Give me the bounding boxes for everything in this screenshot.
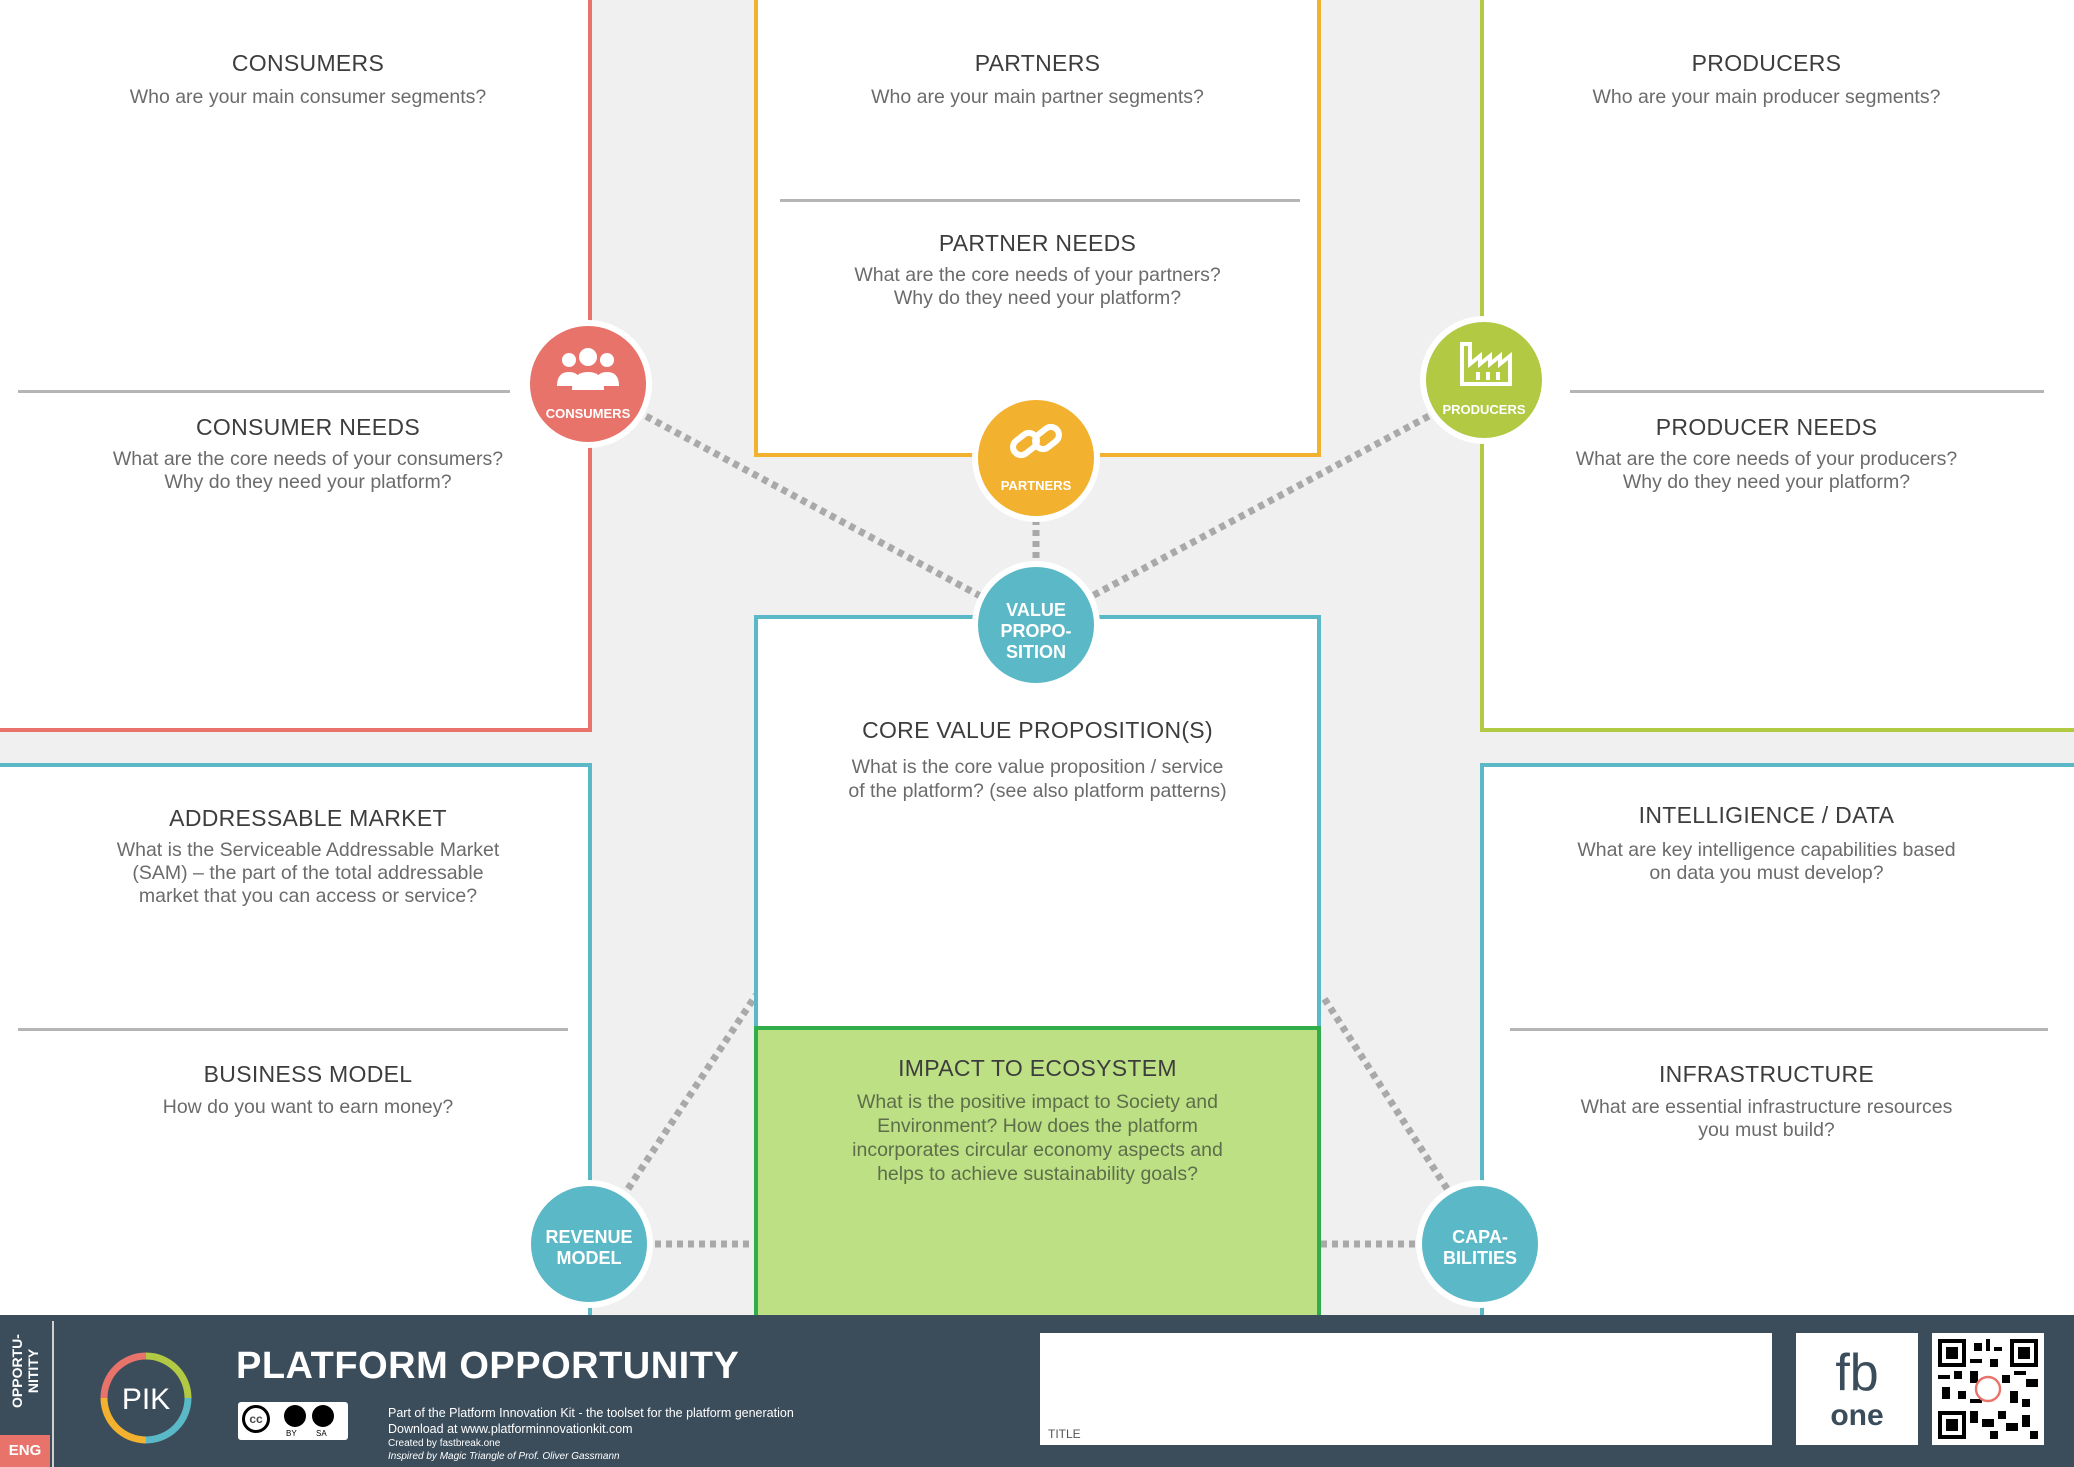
footer: OPPORTU- NITITY ENG PIK PLATFORM OPPORTU… [0,1315,2074,1467]
core-value-question-2: of the platform? (see also platform patt… [848,780,1227,802]
consumers-panel[interactable]: CONSUMERS Who are your main consumer seg… [0,0,592,732]
infrastructure-question-2: you must build? [1698,1119,1835,1141]
impact-title: IMPACT TO ECOSYSTEM [898,1055,1177,1081]
producers-panel[interactable]: PRODUCERS Who are your main producer seg… [1480,0,2074,732]
business-model-title: BUSINESS MODEL [203,1061,413,1087]
cc-icon: cc [242,1405,270,1433]
revenue-model-line-1: REVENUE [545,1227,633,1247]
consumer-needs-question-1: What are the core needs of your consumer… [112,448,504,470]
value-proposition-line-1: VALUE [1006,600,1066,620]
producer-needs-question-2: Why do they need your platform? [1622,471,1911,493]
consumer-needs-question-2: Why do they need your platform? [164,471,452,493]
capabilities-line-1: CAPA- [1452,1227,1508,1247]
divider [18,1028,568,1031]
sa-label: SA [316,1429,327,1438]
revenue-model-line-2: MODEL [556,1248,622,1268]
capabilities-badge: CAPA- BILITIES [1416,1180,1544,1308]
impact-question-3: incorporates circular economy aspects an… [852,1139,1223,1161]
title-field[interactable]: TITLE [1040,1333,1772,1445]
market-panel[interactable]: ADDRESSABLE MARKET What is the Serviceab… [0,763,592,1316]
partners-title: PARTNERS [974,50,1101,76]
infrastructure-question-1: What are essential infrastructure resour… [1580,1096,1953,1118]
intelligence-title: INTELLIGIENCE / DATA [1638,802,1895,828]
qr-code[interactable] [1932,1333,2044,1445]
partners-question: Who are your main partner segments? [871,86,1204,108]
consumers-question: Who are your main consumer segments? [129,86,487,108]
one-logo-text: one [1830,1399,1884,1432]
market-question-3: market that you can access or service? [138,885,478,907]
divider [1510,1028,2048,1031]
producers-title: PRODUCERS [1691,50,1842,76]
revenue-model-badge: REVENUE MODEL [525,1180,653,1308]
vertical-divider [52,1321,54,1467]
people-icon [557,348,619,390]
partners-badge: PARTNERS [972,394,1100,522]
sa-icon [312,1405,334,1427]
value-proposition-badge: VALUE PROPO- SITION [972,561,1100,689]
impact-question-1: What is the positive impact to Society a… [857,1091,1218,1113]
canvas-type-line-1: OPPORTU- [9,1334,25,1408]
value-proposition-line-2: PROPO- [1000,621,1072,641]
consumers-badge: CONSUMERS [524,320,652,448]
core-value-question-1: What is the core value proposition / ser… [851,756,1224,778]
by-label: BY [286,1429,297,1438]
partner-needs-title: PARTNER NEEDS [938,230,1137,256]
core-value-title: CORE VALUE PROPOSITION(S) [862,717,1213,743]
partner-needs-question-1: What are the core needs of your partners… [854,264,1221,286]
producers-badge: PRODUCERS [1420,316,1548,444]
pik-logo-text: PIK [121,1383,171,1416]
factory-icon [1460,342,1512,386]
partners-panel[interactable]: PARTNERS Who are your main partner segme… [754,0,1321,457]
impact-question-4: helps to achieve sustainability goals? [877,1163,1198,1185]
intelligence-panel[interactable]: INTELLIGIENCE / DATA What are key intell… [1480,763,2074,1316]
fb-logo-text: fb [1835,1344,1879,1402]
canvas-title: PLATFORM OPPORTUNITY [236,1345,740,1387]
business-model-question: How do you want to earn money? [162,1096,454,1118]
producer-needs-question-1: What are the core needs of your producer… [1575,448,1958,470]
language-badge[interactable]: ENG [0,1435,50,1467]
pik-logo [100,1352,192,1444]
consumers-badge-label: CONSUMERS [545,406,631,421]
partners-badge-label: PARTNERS [1000,478,1072,493]
partner-needs-question-2: Why do they need your platform? [893,287,1182,309]
footer-credit-2: Download at www.platforminnovationkit.co… [388,1422,633,1436]
footer-credit-4: Inspired by Magic Triangle of Prof. Oliv… [388,1451,620,1462]
consumer-needs-title: CONSUMER NEEDS [195,414,420,440]
divider [18,390,510,393]
producers-question: Who are your main producer segments? [1592,86,1941,108]
link-icon [1010,423,1062,459]
producer-needs-title: PRODUCER NEEDS [1655,414,1878,440]
impact-question-2: Environment? How does the platform [877,1115,1198,1137]
producers-badge-label: PRODUCERS [1442,402,1526,417]
market-question-1: What is the Serviceable Addressable Mark… [116,839,500,861]
consumers-title: CONSUMERS [231,50,385,76]
intelligence-question-2: on data you must develop? [1649,862,1884,884]
market-question-2: (SAM) – the part of the total addressabl… [132,862,484,884]
capabilities-line-2: BILITIES [1442,1248,1517,1268]
canvas-type-label: OPPORTU- NITITY [0,1315,54,1425]
qr-code-icon [1938,1339,2038,1439]
fb-one-logo: fb one [1796,1333,1918,1445]
impact-panel[interactable]: IMPACT TO ECOSYSTEM What is the positive… [754,1026,1321,1316]
footer-credit-3: Created by fastbreak.one [388,1438,501,1449]
value-proposition-line-3: SITION [1005,642,1066,662]
divider [1570,390,2044,393]
footer-credit-1: Part of the Platform Innovation Kit - th… [388,1406,794,1420]
by-icon [284,1405,306,1427]
cc-license-badge[interactable]: cc BY SA [238,1402,348,1440]
divider [780,199,1300,202]
market-title: ADDRESSABLE MARKET [169,805,447,831]
infrastructure-title: INFRASTRUCTURE [1658,1061,1875,1087]
intelligence-question-1: What are key intelligence capabilities b… [1577,839,1956,861]
canvas-type-line-2: NITITY [25,1348,41,1394]
title-field-label: TITLE [1048,1427,1081,1441]
